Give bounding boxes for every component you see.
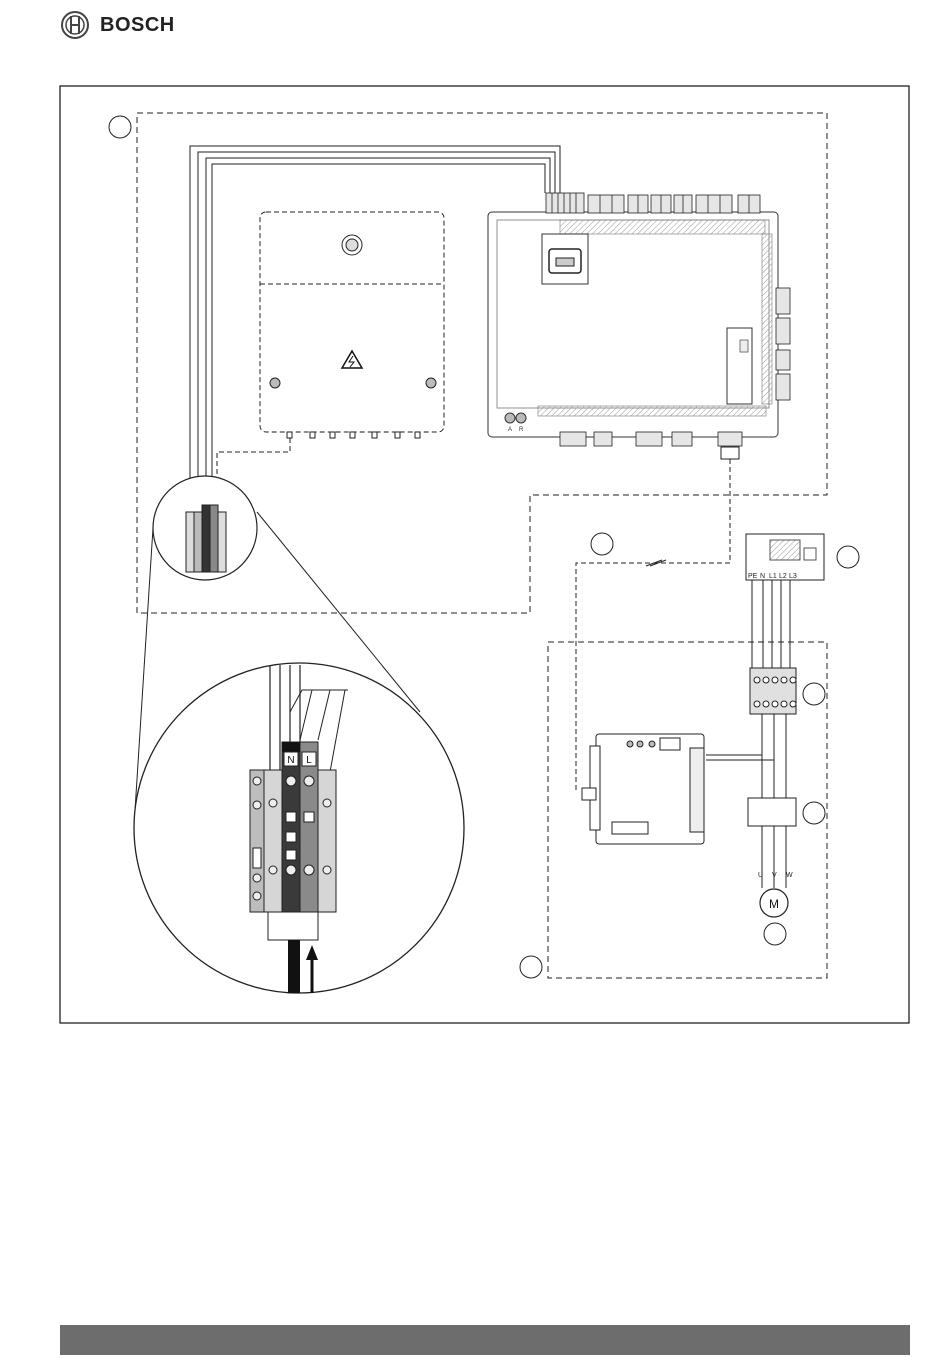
motor-symbol: M — [769, 897, 779, 911]
mains-label-n: N — [760, 573, 765, 580]
callout-circle — [591, 533, 613, 555]
controller-board: A R — [488, 193, 790, 459]
main-switch-panel: PE N L1 L2 L3 — [746, 534, 824, 580]
fuse-box — [260, 212, 444, 438]
power-lines — [752, 580, 790, 668]
callout-circle — [764, 923, 786, 945]
terminal-block-detail: N L — [134, 663, 464, 993]
callout-circle — [803, 683, 825, 705]
mains-label-pe: PE — [748, 573, 758, 580]
motor-phase-u: U — [758, 872, 763, 879]
motor-phase-v: V — [772, 872, 777, 879]
mains-label-l1: L1 — [769, 573, 777, 580]
callout-circle — [109, 116, 131, 138]
button-label-a: A — [508, 427, 512, 433]
callout-circle — [520, 956, 542, 978]
mains-label-l3: L3 — [789, 573, 797, 580]
callout-circle — [803, 802, 825, 824]
motor-phase-w: W — [786, 872, 793, 879]
screw-icon — [426, 378, 436, 388]
mains-terminal-block — [750, 668, 796, 714]
screw-icon — [270, 378, 280, 388]
mains-label-l2: L2 — [779, 573, 787, 580]
right-terminal-strip — [776, 288, 790, 400]
button-label-r: R — [519, 427, 524, 433]
motor-icon: M — [760, 889, 788, 917]
callout-circle — [837, 546, 859, 568]
terminal-label-n: N — [287, 755, 294, 766]
terminal-label-l: L — [306, 755, 312, 766]
frequency-converter — [748, 798, 796, 826]
footer-bar — [60, 1325, 910, 1355]
burner-control-unit — [582, 734, 704, 844]
fuse-dial-icon — [342, 235, 362, 255]
terminal-zoom-source — [153, 476, 257, 580]
top-terminal-strip — [546, 193, 760, 213]
